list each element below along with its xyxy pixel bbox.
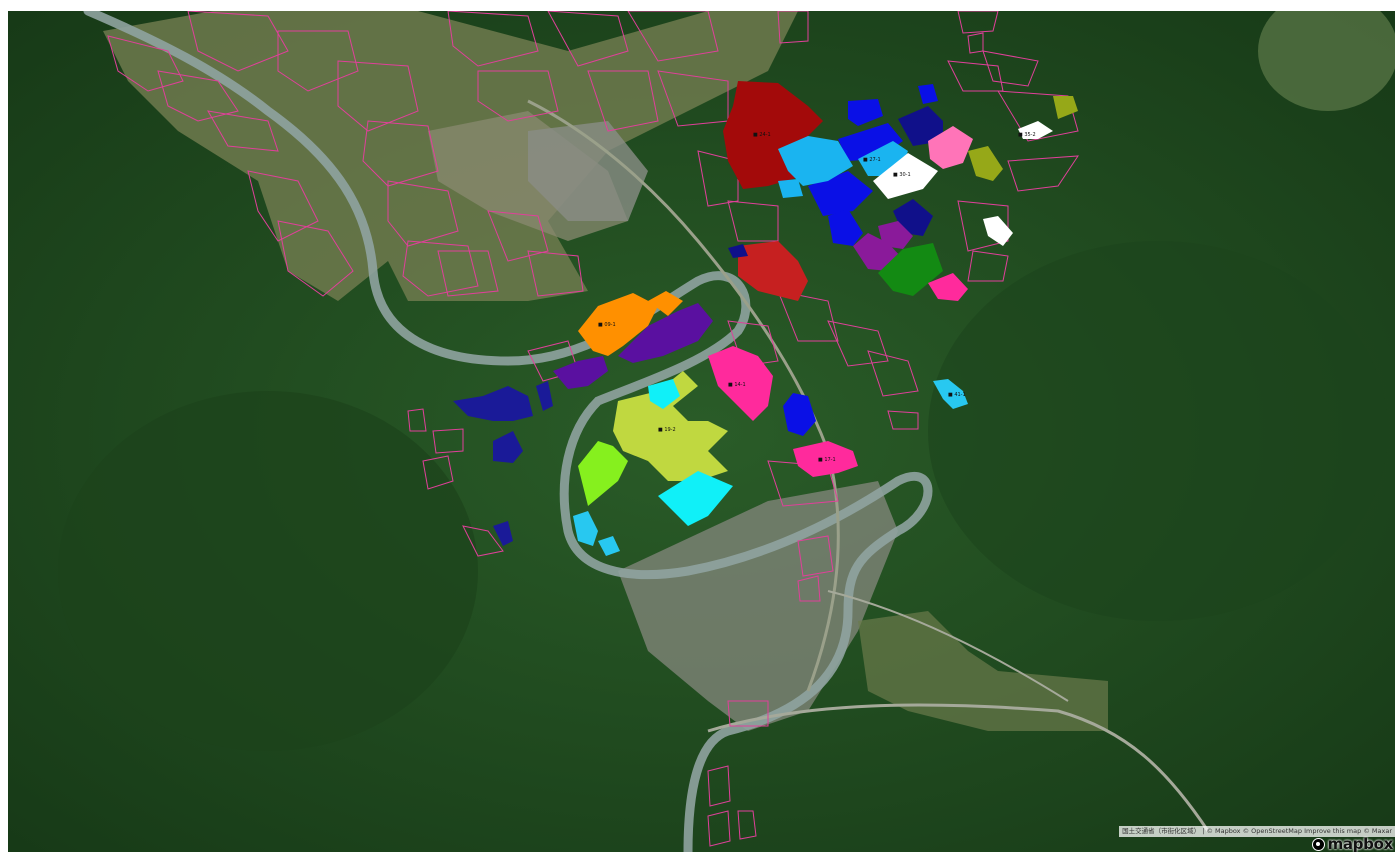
parcel-yellow-green[interactable] [613,371,728,481]
forest-patch [1258,11,1395,111]
parcel-blue[interactable] [848,99,883,126]
attribution-osm-link[interactable]: © OpenStreetMap [1242,827,1302,835]
svg-text:■ 30-1: ■ 30-1 [893,172,911,178]
svg-text:■ 17-1: ■ 17-1 [818,457,836,463]
improve-map-link[interactable]: Improve this map [1304,827,1362,835]
parcel-indigo[interactable] [553,356,608,389]
parcel-blue[interactable] [808,171,873,216]
parcel-cyan[interactable] [658,471,733,526]
parcel-navy[interactable] [493,521,513,546]
parcel-sky[interactable] [778,179,803,198]
parcel-blue[interactable] [918,84,938,104]
forest-patch [58,391,478,751]
parcel-olive[interactable] [968,146,1003,181]
road [527,99,840,692]
farmland-area [858,611,1108,731]
parcel-white[interactable] [1018,121,1053,139]
parcel-blue[interactable] [898,106,943,146]
svg-text:■ 35-2: ■ 35-2 [1018,132,1036,138]
parcel-azure[interactable] [573,511,598,546]
parcel-navy[interactable] [728,244,748,258]
parcel-orange[interactable] [578,293,658,356]
colored-parcels-northeast[interactable] [723,81,1078,409]
parcel-cyan[interactable] [648,379,680,409]
parcel-labels: ■ 24-1 ■ 27-1 ■ 30-1 ■ 35-2 ■ 09-1 ■ 14-… [598,132,1036,463]
parcel-white[interactable] [873,153,938,199]
parcel-olive[interactable] [1053,96,1078,119]
satellite-map[interactable]: ■ 24-1 ■ 27-1 ■ 30-1 ■ 35-2 ■ 09-1 ■ 14-… [8,11,1395,852]
attribution-layer: 国土交通省（市街化区域） [1122,827,1201,835]
mapbox-logo[interactable]: mapbox [1311,835,1395,852]
parcel-azure[interactable] [598,536,620,556]
svg-text:■ 14-1: ■ 14-1 [728,382,746,388]
parcel-orange[interactable] [648,291,683,316]
parcel-navy[interactable] [493,431,523,463]
river [83,11,933,852]
parcel-sky[interactable] [778,136,853,186]
svg-text:■ 24-1: ■ 24-1 [753,132,771,138]
attribution-separator: | [1202,827,1205,835]
parcel-white[interactable] [983,216,1013,246]
road [707,703,1210,832]
parcel-lime[interactable] [578,441,628,506]
parcel-purple[interactable] [878,221,913,249]
map-container[interactable]: ■ 24-1 ■ 27-1 ■ 30-1 ■ 35-2 ■ 09-1 ■ 14-… [8,11,1395,852]
parcel-red[interactable] [738,241,808,301]
parcel-indigo[interactable] [618,303,713,363]
parcel-navy[interactable] [536,381,553,411]
parcel-outlines [107,11,1079,847]
colored-parcels-central[interactable] [453,291,858,556]
forest-patch [928,241,1388,621]
svg-text:■ 19-2: ■ 19-2 [658,427,676,433]
parcel-navy[interactable] [453,386,533,421]
road [827,590,1069,702]
parcel-green[interactable] [878,243,943,296]
parcel-pink[interactable] [928,273,968,301]
parcel-light-pink[interactable] [928,126,973,169]
svg-text:■ 41-1: ■ 41-1 [948,392,966,398]
parcel-pink[interactable] [708,346,773,421]
attribution-mapbox-link[interactable]: © Mapbox [1206,827,1241,835]
parcel-pink[interactable] [793,441,858,477]
town-area [528,121,648,221]
svg-text:■ 09-1: ■ 09-1 [598,322,616,328]
map-attribution: 国土交通省（市街化区域） | © Mapbox © OpenStreetMap … [1119,826,1395,837]
parcel-azure[interactable] [933,379,968,409]
parcel-blue[interactable] [783,393,816,436]
mapbox-logo-text: mapbox [1327,835,1394,852]
attribution-maxar-link[interactable]: © Maxar [1363,827,1392,835]
svg-text:■ 27-1: ■ 27-1 [863,157,881,163]
parcel-blue[interactable] [828,209,863,246]
mapbox-logo-icon [1311,837,1325,851]
